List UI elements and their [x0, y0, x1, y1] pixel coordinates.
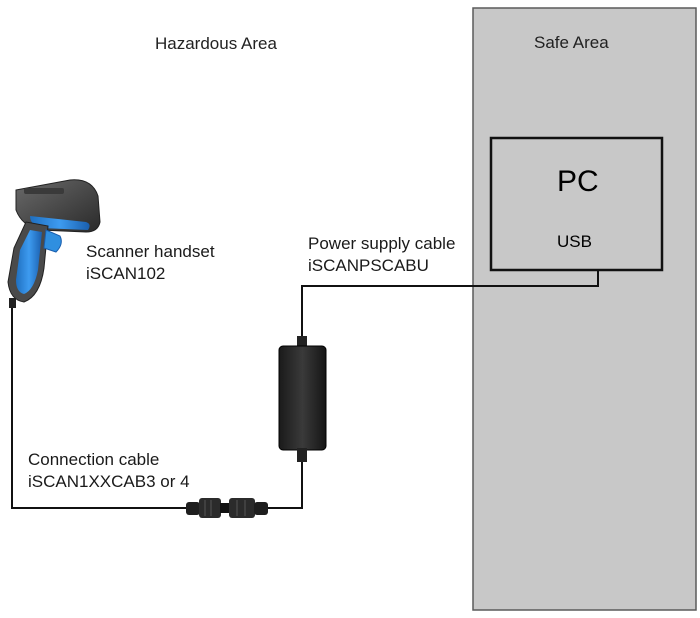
psu-output-cable: [268, 462, 303, 509]
power-cable-label: Power supply cable iSCANPSCABU: [308, 233, 455, 277]
safe-area-title: Safe Area: [534, 33, 609, 52]
power-supply-cable: [301, 270, 599, 340]
hazardous-area-title: Hazardous Area: [155, 34, 277, 53]
safe-area-panel: [472, 7, 697, 611]
connection-cable-label-line1: Connection cable: [28, 450, 160, 469]
scanner-label: Scanner handset iSCAN102: [86, 241, 215, 285]
pc-title: PC: [557, 165, 599, 198]
usb-port-label: USB: [557, 232, 592, 251]
connection-cable: [11, 306, 187, 509]
connection-cable-label: Connection cable iSCAN1XXCAB3 or 4: [28, 449, 190, 493]
pc-box: [489, 136, 664, 272]
power-cable-label-line1: Power supply cable: [308, 234, 456, 253]
scanner-label-line1: Scanner handset: [86, 242, 215, 261]
inline-connector: [186, 498, 268, 518]
power-cable-label-line2: iSCANPSCABU: [308, 256, 429, 275]
power-supply-unit: [278, 336, 327, 462]
scanner-handset-icon: [7, 179, 101, 308]
connection-cable-label-line2: iSCAN1XXCAB3 or 4: [28, 472, 190, 491]
scanner-label-line2: iSCAN102: [86, 264, 166, 283]
